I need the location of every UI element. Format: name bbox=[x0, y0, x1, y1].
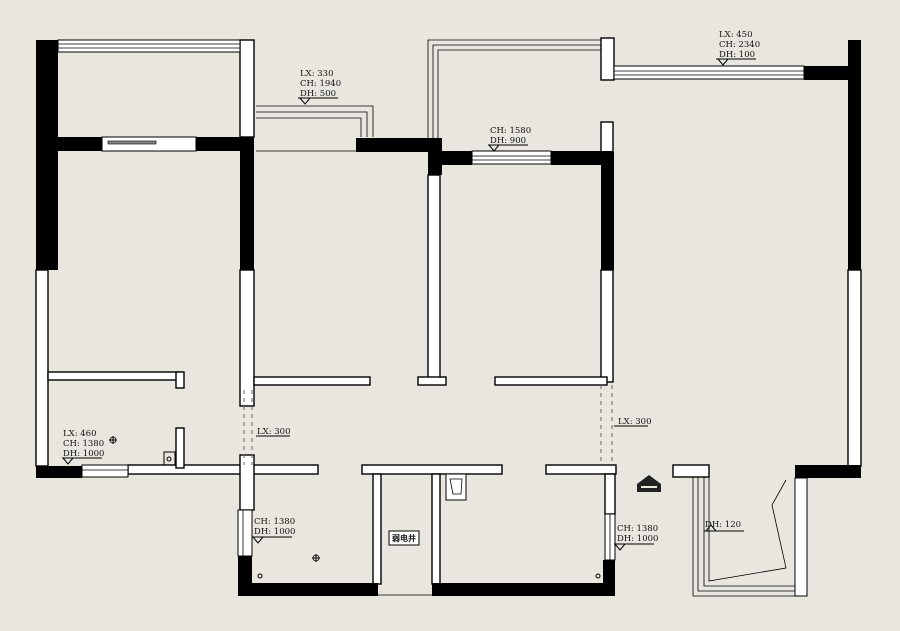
win-balc-dh: DH: 120 bbox=[705, 520, 741, 530]
fixture-circle bbox=[48, 54, 56, 62]
win-tm-dh: DH: 900 bbox=[490, 136, 526, 146]
win-tl-lx: LX: 330 bbox=[300, 69, 334, 79]
win-br-dh: DH: 1000 bbox=[617, 534, 658, 544]
fixtures bbox=[48, 54, 661, 579]
win-tr-lx: LX: 450 bbox=[719, 30, 753, 40]
entry-arrow-icon bbox=[637, 475, 661, 492]
ceiling-light-icon bbox=[109, 436, 117, 444]
shaft-label: 弱电井 bbox=[392, 533, 416, 543]
win-tl-ch: CH: 1940 bbox=[300, 79, 341, 89]
win-l-lx: LX: 460 bbox=[63, 429, 97, 439]
solid-walls bbox=[36, 40, 861, 596]
windows bbox=[57, 39, 808, 597]
win-tr-ch: CH: 2340 bbox=[719, 40, 760, 50]
win-tl-dh: DH: 500 bbox=[300, 89, 336, 99]
annotation-markers bbox=[62, 58, 756, 551]
win-tm-ch: CH: 1580 bbox=[490, 126, 531, 136]
beam-l-lx: LX: 300 bbox=[257, 427, 291, 437]
sink bbox=[445, 473, 467, 501]
floor-drain bbox=[163, 451, 176, 466]
ceiling-light-icon bbox=[312, 554, 320, 562]
beam-r-lx: LX: 300 bbox=[618, 417, 652, 427]
beam-lines bbox=[243, 385, 613, 465]
win-l-ch: CH: 1380 bbox=[63, 439, 104, 449]
shaft-label-box bbox=[388, 530, 420, 546]
win-br-ch: CH: 1380 bbox=[617, 524, 658, 534]
win-l-dh: DH: 1000 bbox=[63, 449, 104, 459]
win-bl-ch: CH: 1380 bbox=[254, 517, 295, 527]
win-bl-dh: DH: 1000 bbox=[254, 527, 295, 537]
thin-walls bbox=[35, 37, 862, 585]
win-tr-dh: DH: 100 bbox=[719, 50, 755, 60]
annotation-texts: LX: 330 CH: 1940 DH: 500 CH: 1580 DH: 90… bbox=[63, 30, 760, 544]
